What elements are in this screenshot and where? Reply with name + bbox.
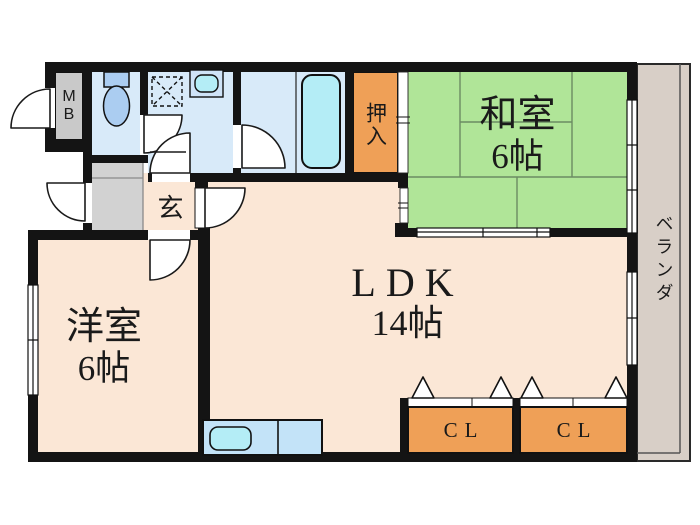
mb-door-swing (10, 88, 51, 129)
bathtub (301, 74, 341, 169)
washroom-door-swing (149, 132, 191, 174)
hall-ldk-door-swing (204, 187, 246, 229)
oshiire-closet (352, 71, 399, 174)
yoshitsu-door-swing (149, 239, 191, 281)
window-mullions (28, 100, 637, 395)
toilet-bowl (102, 85, 131, 127)
room-yoshitsu (38, 240, 198, 452)
door-swings (10, 88, 286, 281)
veranda-inner-rail (637, 64, 681, 454)
closet-right-box (519, 406, 628, 454)
meter-box (54, 71, 84, 141)
porch-step-line (92, 163, 144, 230)
toilet-tank (103, 71, 130, 88)
kitchen-sink (209, 426, 252, 451)
folding-door-markers (411, 376, 628, 399)
bath-door-swing (241, 124, 286, 169)
walls (28, 62, 637, 462)
genkan-porch (92, 163, 143, 230)
washer-space (151, 76, 183, 107)
entrance-door-swing (46, 182, 86, 222)
closet-left-box (407, 406, 514, 454)
genkan-hall (143, 173, 198, 230)
veranda-area (636, 63, 691, 462)
wash-basin-bowl (194, 74, 219, 93)
sliding-door-ticks (396, 116, 410, 209)
tatami-lines (408, 72, 627, 228)
